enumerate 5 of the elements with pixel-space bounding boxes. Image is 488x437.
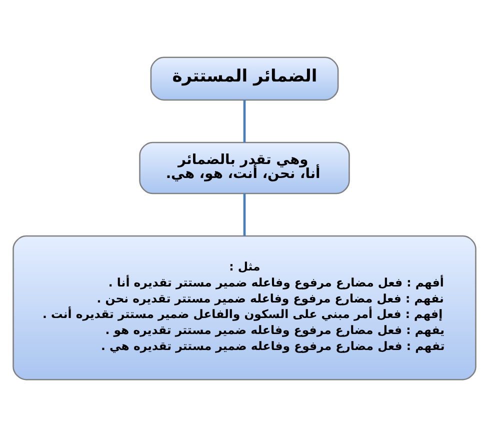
connector	[242, 194, 246, 236]
node-box: مثل : أفهم : فعل مضارع مرفوع وفاعله ضمير مستتر تقديره أنا . نفهم : فعل مضارع مرفوع وفاعله ضمير مستتر تقديره نحن . إفهم : فعل أمر مبني على السكون والفاعل ضمير مستتر تقديره أنت . يفهم : فعل مضارع مرفوع وفاعله ضمير مستتر تقديره هو . تفهم : فعل مضارع مرفوع وفاعله ضمير مستتر تقديره هي .	[12, 235, 476, 380]
node-box: وهي تقدر بالضمائر أنا، نحن، أنت، هو، هي.	[138, 142, 350, 194]
node-box: الضمائر المستترة	[150, 56, 338, 101]
connector	[242, 100, 246, 142]
